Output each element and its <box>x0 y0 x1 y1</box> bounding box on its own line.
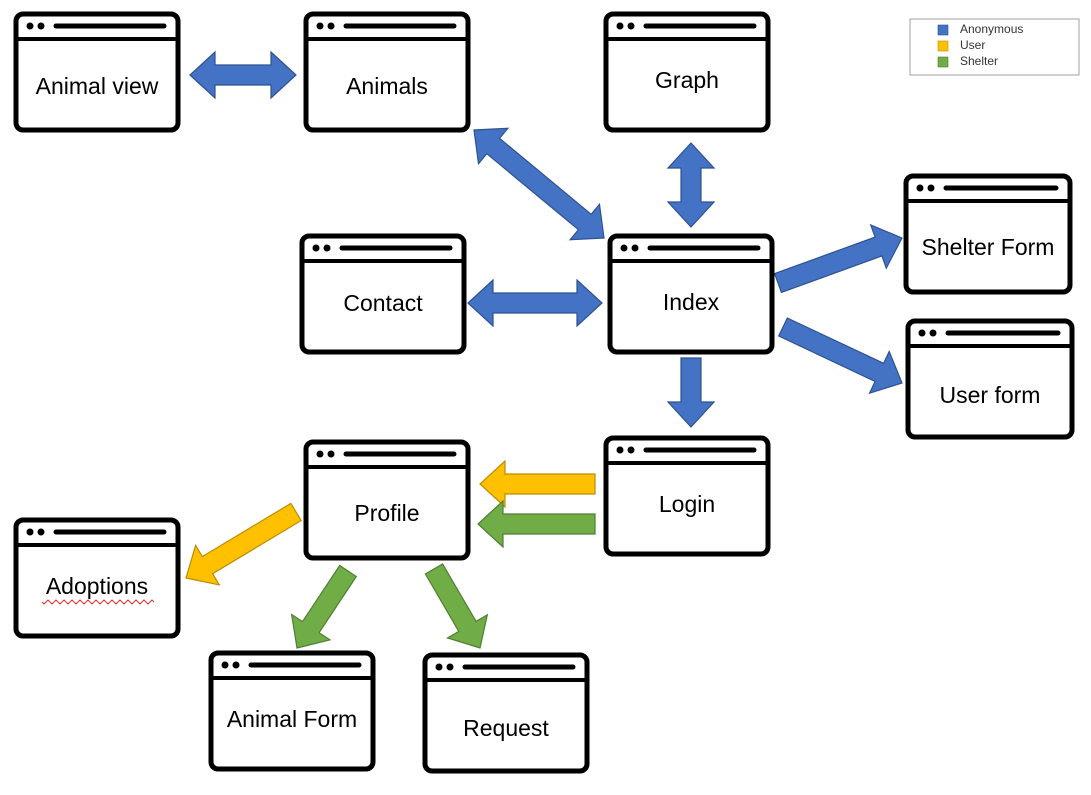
window-dot-icon <box>918 329 926 337</box>
window-frame <box>422 652 590 774</box>
page-contact: Contact <box>299 233 467 355</box>
window-dot-icon <box>26 22 34 30</box>
arrow-graph-to-index-anonymous <box>666 142 716 228</box>
legend-swatch-user <box>937 40 949 52</box>
window-dot-icon <box>37 22 45 30</box>
page-label: Profile <box>354 500 419 526</box>
window-dot-icon <box>323 244 331 252</box>
page-label: Adoptions <box>46 573 148 599</box>
window-dot-icon <box>927 184 935 192</box>
page-label: Login <box>659 491 715 517</box>
page-shelter-form: Shelter Form <box>903 173 1073 295</box>
window-dot-icon <box>631 244 639 252</box>
arrow-profile-to-animal-form-shelter <box>290 564 358 649</box>
page-label: Index <box>663 289 720 315</box>
spellcheck-squiggle <box>41 599 155 605</box>
arrow-index-to-user-form-anonymous <box>777 317 903 395</box>
page-profile: Profile <box>303 439 471 561</box>
window-dot-icon <box>916 184 924 192</box>
page-animals: Animals <box>303 11 471 133</box>
arrow-animals-to-index-anonymous <box>473 127 605 241</box>
window-dot-icon <box>232 661 240 669</box>
page-user-form: User form <box>905 318 1075 440</box>
arrow-index-to-shelter-form-anonymous <box>773 223 903 294</box>
window-dot-icon <box>327 22 335 30</box>
window-frame <box>603 435 771 557</box>
window-frame <box>208 650 376 772</box>
page-label: Graph <box>655 67 719 93</box>
legend-label-shelter: Shelter <box>960 54 998 68</box>
window-dot-icon <box>627 22 635 30</box>
window-frame <box>905 318 1075 440</box>
arrow-profile-to-adoptions-user <box>185 502 302 586</box>
window-frame <box>603 11 771 133</box>
page-label: Animals <box>346 73 428 99</box>
window-dot-icon <box>620 244 628 252</box>
arrow-animal-view-to-animals-anonymous <box>189 50 297 100</box>
legend-label-user: User <box>960 38 985 52</box>
arrow-login-to-profile-shelter <box>477 499 596 549</box>
window-frame <box>13 11 181 133</box>
window-frame <box>303 439 471 561</box>
page-animal-form: Animal Form <box>208 650 376 772</box>
window-dot-icon <box>435 663 443 671</box>
window-dot-icon <box>221 661 229 669</box>
page-request: Request <box>422 652 590 774</box>
window-dot-icon <box>316 22 324 30</box>
arrow-profile-to-request-shelter <box>424 563 489 649</box>
arrows-layer <box>185 50 903 649</box>
window-dot-icon <box>26 528 34 536</box>
window-dot-icon <box>312 244 320 252</box>
window-dot-icon <box>446 663 454 671</box>
arrow-login-to-profile-user <box>479 459 596 509</box>
page-graph: Graph <box>603 11 771 133</box>
legend-swatch-shelter <box>937 56 949 68</box>
page-label: Contact <box>343 290 423 316</box>
page-animal-view: Animal view <box>13 11 181 133</box>
page-adoptions: Adoptions <box>13 517 181 639</box>
arrow-index-to-login-anonymous <box>666 357 716 428</box>
arrow-contact-to-index-anonymous <box>467 278 603 328</box>
window-dot-icon <box>929 329 937 337</box>
page-label: Animal Form <box>227 706 357 732</box>
window-dot-icon <box>316 450 324 458</box>
window-dot-icon <box>616 446 624 454</box>
page-label: Shelter Form <box>922 234 1055 260</box>
page-label: Animal view <box>36 73 159 99</box>
window-frame <box>607 233 775 355</box>
window-dot-icon <box>327 450 335 458</box>
legend-label-anonymous: Anonymous <box>960 22 1023 36</box>
legend-swatch-anonymous <box>937 24 949 36</box>
page-label: Request <box>463 715 549 741</box>
window-frame <box>303 11 471 133</box>
window-dot-icon <box>616 22 624 30</box>
window-frame <box>13 517 181 639</box>
page-index: Index <box>607 233 775 355</box>
page-label: User form <box>940 382 1041 408</box>
window-dot-icon <box>627 446 635 454</box>
page-login: Login <box>603 435 771 557</box>
window-frame <box>299 233 467 355</box>
window-dot-icon <box>37 528 45 536</box>
window-frame <box>903 173 1073 295</box>
